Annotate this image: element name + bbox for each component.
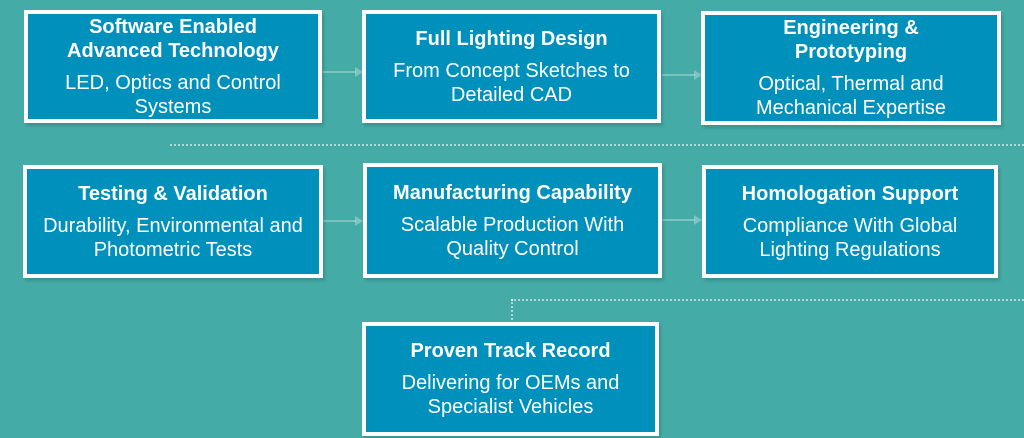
card-homologation-support: Homologation Support Compliance With Glo… xyxy=(702,165,998,278)
card-description: Durability, Environmental and Photometri… xyxy=(43,214,303,261)
card-full-lighting-design: Full Lighting Design From Concept Sketch… xyxy=(362,10,661,123)
card-testing-validation: Testing & Validation Durability, Environ… xyxy=(23,165,323,278)
row2-row3-dotted-connector xyxy=(511,299,1024,301)
card-title: Proven Track Record xyxy=(410,340,611,362)
card-title: Testing & Validation xyxy=(78,182,268,205)
card-manufacturing-capability: Manufacturing Capability Scalable Produc… xyxy=(363,163,662,278)
card-title: Engineering & Prototyping xyxy=(783,17,919,63)
card-title: Software Enabled Advanced Technology xyxy=(67,15,279,62)
card-software-enabled-advanced-technology: Software Enabled Advanced Technology LED… xyxy=(24,10,322,123)
card-description: Delivering for OEMs and Specialist Vehic… xyxy=(401,372,620,418)
card-proven-track-record: Proven Track Record Delivering for OEMs … xyxy=(362,322,659,436)
flow-arrow-icon xyxy=(323,216,363,226)
card-description: From Concept Sketches to Detailed CAD xyxy=(393,59,630,106)
row3-vertical-dotted-connector xyxy=(511,299,513,320)
card-description: Scalable Production With Quality Control xyxy=(400,213,625,260)
card-description: LED, Optics and Control Systems xyxy=(65,71,281,118)
card-title: Homologation Support xyxy=(741,182,959,205)
card-title: Manufacturing Capability xyxy=(393,181,632,204)
row1-row2-dotted-connector xyxy=(170,144,1024,146)
flow-arrow-icon xyxy=(662,215,702,225)
card-engineering-prototyping: Engineering & Prototyping Optical, Therm… xyxy=(701,11,1001,125)
flow-arrow-icon xyxy=(323,67,363,77)
card-title: Full Lighting Design xyxy=(415,27,608,50)
flow-arrow-icon xyxy=(662,70,702,80)
card-description: Optical, Thermal and Mechanical Expertis… xyxy=(755,73,947,119)
card-description: Compliance With Global Lighting Regulati… xyxy=(742,214,958,261)
